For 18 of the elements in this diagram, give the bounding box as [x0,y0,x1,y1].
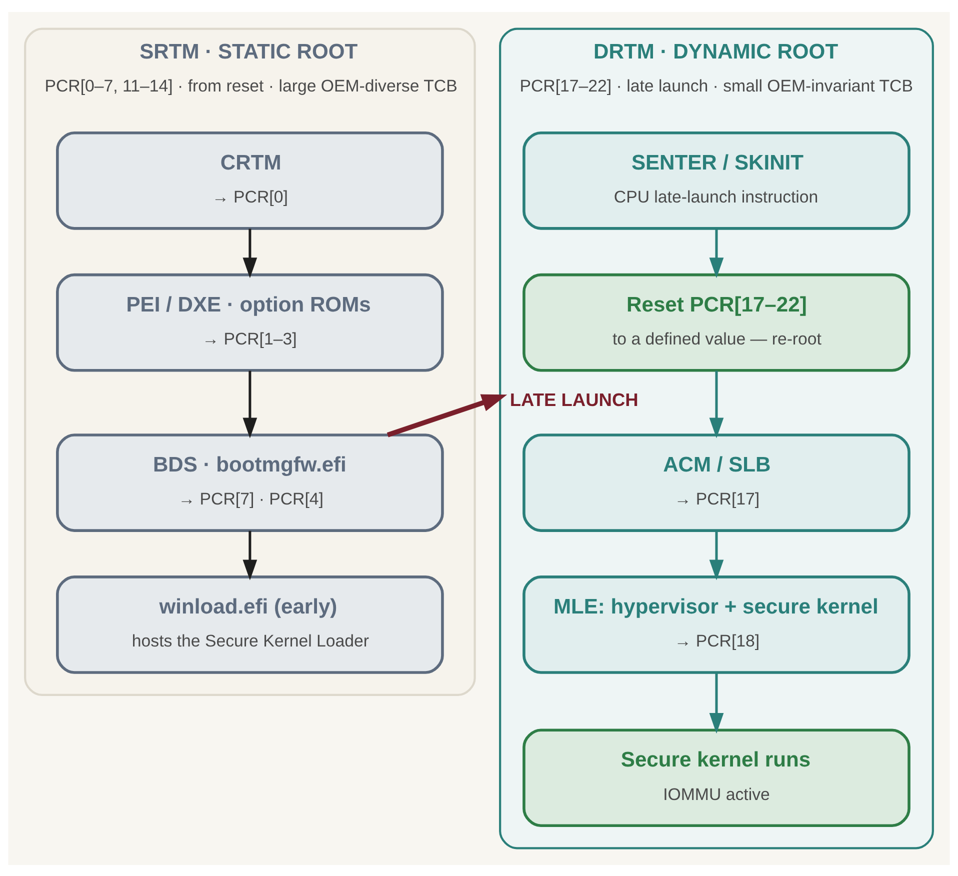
node-box: ACM / SLB → PCR[17] [522,433,910,532]
arrow [242,228,258,278]
node-box: MLE: hypervisor + secure kernel → PCR[18] [522,575,910,674]
arrow [709,370,724,438]
node-box: Secure kernel runs IOMMU active [522,728,910,827]
arrow [709,672,724,734]
arrow [242,530,258,580]
edge-label: LATE LAUNCH [510,388,638,410]
node-box: PEI / DXE · option ROMs → PCR[1–3] [56,272,444,372]
node-box: Reset PCR[17–22] to a defined value — re-root [522,272,910,372]
arrow [386,394,508,437]
node-box: BDS · bootmgfw.efi → PCR[7] · PCR[4] [56,433,444,532]
node-box: SENTER / SKINIT CPU late-launch instruction [522,130,910,230]
node-box: CRTM → PCR[0] [56,130,444,230]
arrow [709,228,724,278]
arrow [242,370,258,438]
arrow [709,530,724,580]
node-box: winload.efi (early) hosts the Secure Kernel Loader [56,575,444,674]
